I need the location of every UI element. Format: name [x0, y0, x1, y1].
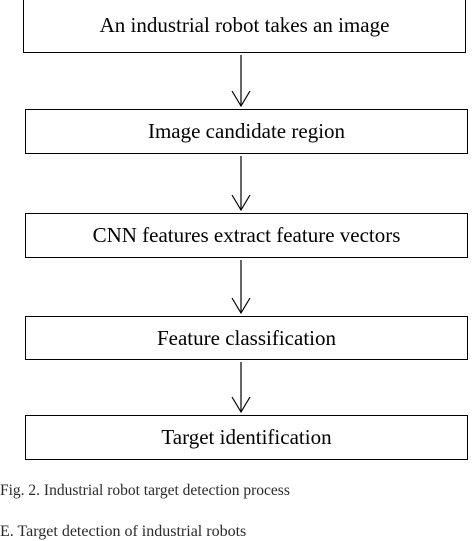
flow-step-cnn-features: CNN features extract feature vectors — [25, 213, 468, 258]
flow-step-label: An industrial robot takes an image — [99, 13, 390, 37]
down-arrow-icon — [231, 362, 251, 414]
flow-step-feature-classification: Feature classification — [25, 316, 468, 360]
flow-step-take-image: An industrial robot takes an image — [23, 0, 466, 53]
figure-caption: Fig. 2. Industrial robot target detectio… — [0, 482, 290, 499]
down-arrow-icon — [231, 260, 251, 315]
flow-step-label: Target identification — [161, 425, 332, 449]
flow-step-label: Image candidate region — [147, 119, 346, 143]
section-heading: E. Target detection of industrial robots — [0, 523, 247, 540]
flow-step-target-identification: Target identification — [25, 415, 468, 460]
flow-step-candidate-region: Image candidate region — [25, 109, 468, 154]
down-arrow-icon — [231, 156, 251, 212]
flow-step-label: CNN features extract feature vectors — [92, 223, 401, 247]
flow-step-label: Feature classification — [156, 325, 336, 350]
down-arrow-icon — [231, 55, 251, 108]
